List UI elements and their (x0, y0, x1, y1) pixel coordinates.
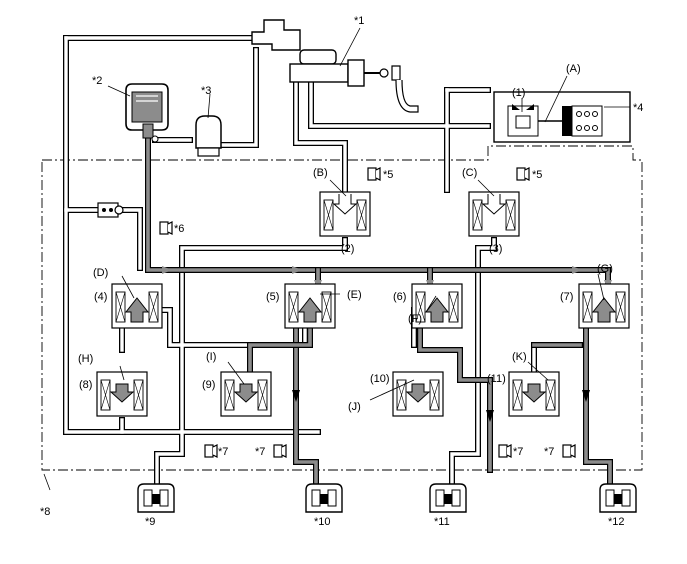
pressure-sensor-wheel-3-icon (498, 444, 512, 458)
check-valve (97, 202, 124, 218)
wheel-cylinder-4-icon (599, 483, 637, 513)
label-pressure-sensor-accumulator: *6 (174, 223, 184, 235)
valve-9-body (220, 371, 272, 417)
valve-10-body (392, 371, 444, 417)
label-wheel-cylinder-3: *11 (434, 516, 450, 528)
stroke-simulator-unit (493, 91, 631, 143)
pressure-sensor-wheel-4-icon (562, 444, 576, 458)
valve-3-body (468, 191, 520, 237)
valve-labels: (1) (2) (3) (4) (5) (6) (7) (8) (9) (10)… (79, 87, 573, 391)
valve-6-body (411, 283, 463, 329)
pressure-sensor-wheel-2-icon (273, 444, 287, 458)
callout-d: (D) (93, 267, 108, 279)
pipes-inner (64, 36, 588, 492)
callout-c: (C) (462, 167, 477, 179)
pressure-sensor-accumulator-icon (159, 221, 173, 235)
pressurized-lines (145, 127, 613, 493)
callout-labels: (A) (B) (C) (D) (E) (F) (G) (H) (I) (J) … (78, 63, 613, 413)
label-valve-7: (7) (560, 291, 573, 303)
reservoir (125, 83, 169, 143)
callout-h: (H) (78, 353, 93, 365)
valve-11-body (508, 371, 560, 417)
label-actuator-boundary: *8 (40, 506, 50, 518)
label-valve-3: (3) (489, 243, 502, 255)
wheel-cylinder-2-icon (305, 483, 343, 513)
valve-2-body (319, 191, 371, 237)
master-cylinder (251, 19, 419, 113)
callout-f: (F) (408, 313, 422, 325)
label-pressure-sensor-master-c: *5 (532, 169, 542, 181)
label-valve-2: (2) (341, 243, 354, 255)
component-labels: *1 *2 *3 *4 *5 *5 *6 *7 *7 *7 *7 *8 *9 *… (40, 15, 643, 528)
label-valve-10: (10) (370, 373, 390, 385)
wheel-cylinder-3-icon (429, 483, 467, 513)
callout-g: (G) (597, 263, 613, 275)
callout-b: (B) (313, 167, 328, 179)
pressure-sensor-wheel-1-icon (204, 444, 218, 458)
accumulator-tank (195, 115, 222, 157)
callout-k: (K) (512, 351, 527, 363)
leader-lines (43, 27, 630, 491)
label-accumulator-tank: *3 (201, 85, 211, 97)
label-stroke-simulator-unit: *4 (633, 102, 643, 114)
valve-7-body (578, 283, 630, 329)
label-valve-4: (4) (94, 291, 107, 303)
callout-j: (J) (348, 401, 361, 413)
label-pressure-sensor-wheel-1: *7 (218, 446, 228, 458)
label-pressure-sensor-wheel-4: *7 (544, 446, 554, 458)
valve-5-body (284, 283, 336, 329)
label-valve-11: (11) (487, 373, 506, 385)
label-master-cylinder: *1 (354, 15, 364, 27)
label-wheel-cylinder-2: *10 (314, 516, 331, 528)
label-valve-1: (1) (512, 87, 525, 99)
callout-e: (E) (347, 289, 362, 301)
label-pressure-sensor-wheel-3: *7 (513, 446, 523, 458)
valve-8-body (96, 371, 148, 417)
label-valve-9: (9) (202, 379, 215, 391)
label-reservoir: *2 (92, 75, 102, 87)
label-valve-6: (6) (393, 291, 406, 303)
label-wheel-cylinder-1: *9 (145, 516, 155, 528)
label-valve-5: (5) (266, 291, 279, 303)
callout-i: (I) (206, 351, 216, 363)
label-pressure-sensor-wheel-2: *7 (255, 446, 265, 458)
label-pressure-sensor-master-b: *5 (383, 169, 393, 181)
label-wheel-cylinder-4: *12 (608, 516, 625, 528)
valve-4-body (111, 283, 163, 329)
wheel-cylinder-1-icon (137, 483, 175, 513)
callout-a: (A) (566, 63, 581, 75)
label-valve-8: (8) (79, 379, 92, 391)
pressure-sensor-master-b-icon (367, 167, 381, 181)
pressure-sensor-master-c-icon (516, 167, 530, 181)
actuator-boundary-line (41, 145, 643, 471)
